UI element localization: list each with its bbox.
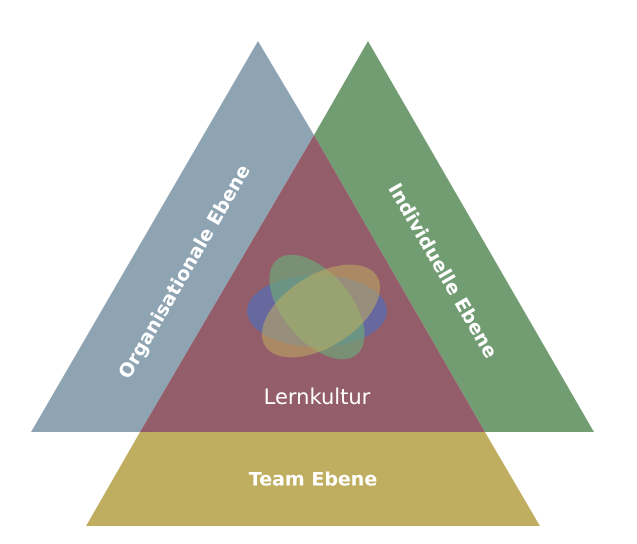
- organisational-level-shape: [31, 41, 314, 432]
- team-level-shape: [86, 432, 540, 526]
- overlapping-ellipses-symbol: [247, 254, 387, 360]
- yellow-ellipse: [261, 264, 381, 358]
- team-level-label: Team Ebene: [249, 469, 377, 491]
- individual-level-shape: [314, 41, 594, 432]
- learning-culture-label: Lernkultur: [264, 385, 371, 409]
